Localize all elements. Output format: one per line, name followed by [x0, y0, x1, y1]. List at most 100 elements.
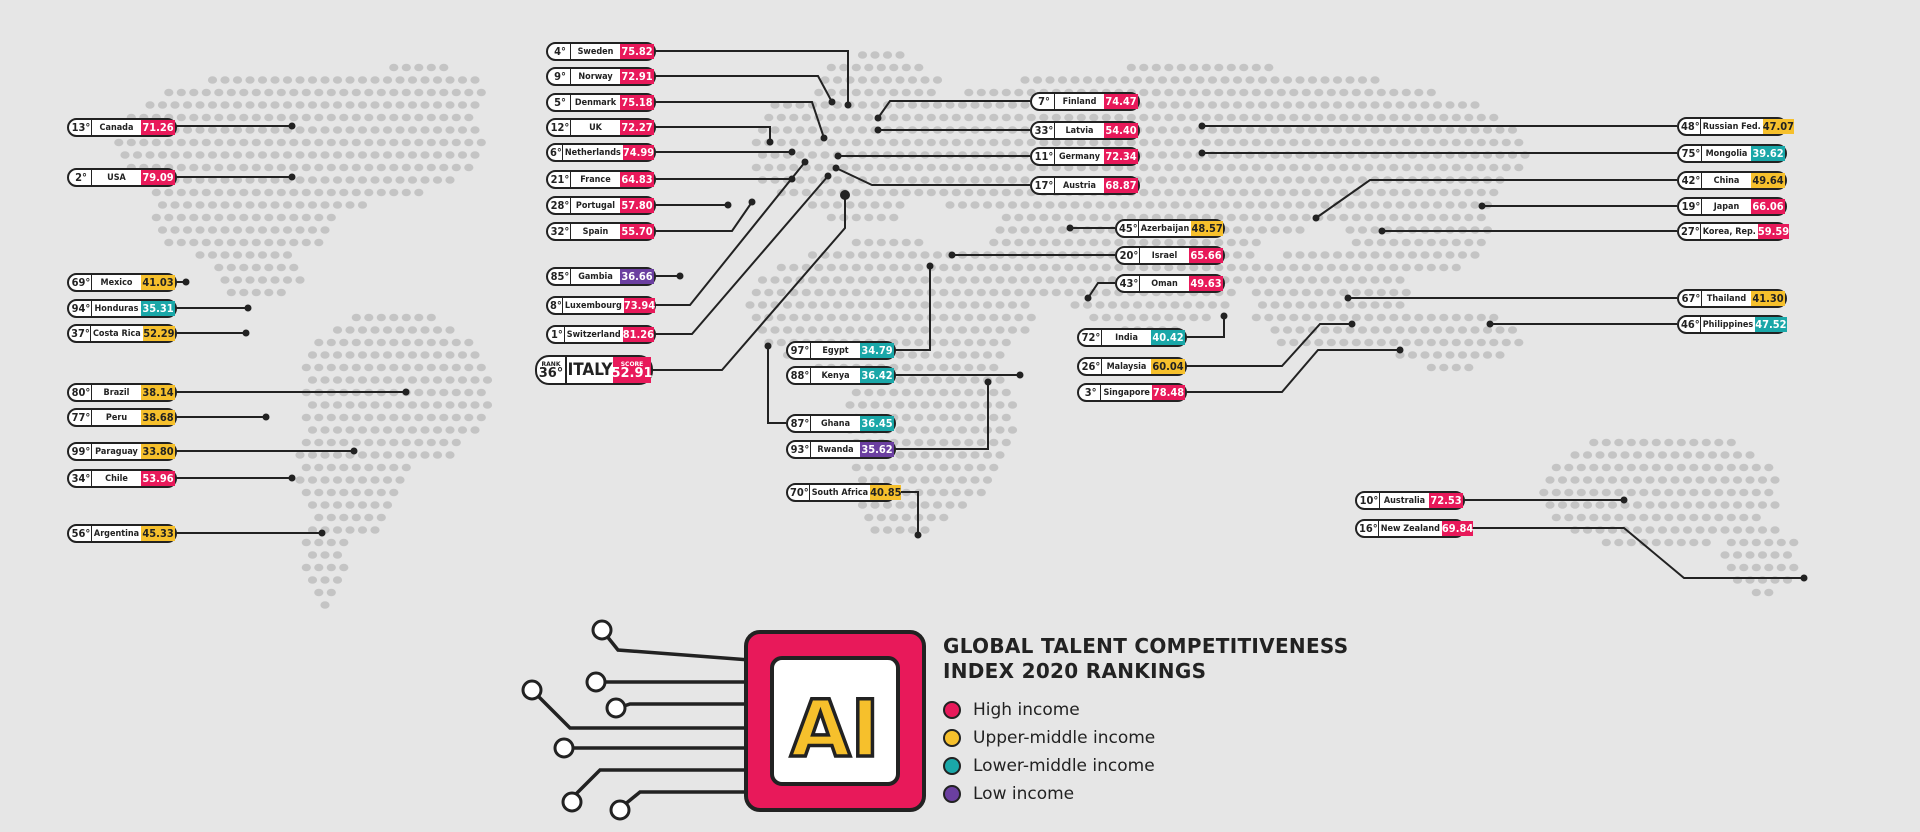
country-name: Russian Fed.	[1702, 121, 1761, 132]
location-pins	[182, 98, 1808, 582]
score-value: 81.26	[622, 327, 654, 342]
location-pin	[1478, 202, 1486, 210]
country-name: Thailand	[1706, 293, 1747, 304]
country-name: Malaysia	[1106, 361, 1147, 372]
chip-text: AI	[790, 685, 879, 775]
score-value: 66.06	[1751, 199, 1785, 214]
rank-value: 6°	[550, 145, 563, 160]
country-name: Peru	[105, 412, 128, 423]
rank-value: 99°	[69, 444, 92, 459]
score-value: 60.04	[1151, 359, 1185, 374]
leader-line	[655, 161, 806, 306]
location-pin	[788, 148, 796, 156]
legend-item-low: Low income	[943, 780, 1155, 808]
country-name: Azerbaijan	[1140, 223, 1190, 234]
rank-value: 77°	[69, 410, 92, 425]
score-value: 36.45	[860, 416, 894, 431]
leader-line	[877, 100, 1030, 119]
location-pin	[764, 342, 772, 350]
location-pin	[676, 272, 684, 280]
location-pin	[1016, 371, 1024, 379]
rank-value: 5°	[548, 95, 571, 110]
featured-score: SCORE 52.91	[611, 357, 653, 383]
score-value: 71.26	[141, 120, 175, 135]
score-value: 78.48	[1151, 385, 1185, 400]
rank-value: 10°	[1357, 493, 1380, 508]
country-name: Mongolia	[1705, 148, 1748, 159]
score-value: 74.99	[622, 145, 655, 160]
rank-value: 20°	[1117, 248, 1140, 263]
rank-value: 69°	[69, 275, 92, 290]
score-value: 68.87	[1104, 178, 1138, 193]
location-pin	[824, 172, 832, 180]
country-name: China	[1713, 175, 1740, 186]
country-name: Korea, Rep.	[1702, 226, 1756, 237]
location-pin	[242, 329, 250, 337]
country-name: UK	[589, 122, 602, 133]
country-name: Rwanda	[817, 444, 854, 455]
country-name: Chile	[105, 473, 128, 484]
rank-value: 19°	[1679, 199, 1702, 214]
location-pin	[844, 101, 852, 109]
score-value: 41.30	[1751, 291, 1785, 306]
score-value: 53.96	[141, 471, 175, 486]
country-name: Singapore	[1103, 387, 1150, 398]
leader-line-italy	[653, 196, 846, 371]
rank-value: 8°	[550, 298, 563, 313]
location-pin	[1198, 122, 1206, 130]
country-name: Portugal	[575, 200, 616, 211]
location-pin	[788, 175, 796, 183]
page-title: GLOBAL TALENT COMPETITIVENESS INDEX 2020…	[943, 634, 1423, 684]
location-pin	[766, 138, 774, 146]
rank-value: 21°	[548, 172, 571, 187]
rank-value: 80°	[69, 385, 92, 400]
rank-value: 17°	[1032, 178, 1055, 193]
title-line-1: GLOBAL TALENT COMPETITIVENESS	[943, 634, 1349, 658]
country-name: Norway	[578, 71, 613, 82]
location-pin	[801, 158, 809, 166]
score-value: 34.79	[860, 343, 894, 358]
rank-value: 97°	[788, 343, 811, 358]
location-pin	[914, 531, 922, 539]
rank-value: 2°	[69, 170, 92, 185]
legend-swatch	[943, 729, 961, 747]
location-pin	[1800, 574, 1808, 582]
leader-line	[655, 75, 833, 103]
rank-value: 12°	[548, 120, 571, 135]
score-value: 72.34	[1104, 149, 1138, 164]
score-value: 49.64	[1751, 173, 1785, 188]
location-pin	[834, 152, 842, 160]
leader-line	[1464, 527, 1804, 579]
location-pin	[1084, 294, 1092, 302]
rank-value: 42°	[1679, 173, 1702, 188]
rank-value: 70°	[790, 485, 810, 500]
rank-value: 16°	[1359, 521, 1379, 536]
rank-value: 11°	[1032, 149, 1055, 164]
rank-value: 56°	[69, 526, 92, 541]
rank-value: 1°	[548, 327, 565, 342]
country-name: Australia	[1383, 495, 1426, 506]
country-name: Switzerland	[566, 329, 621, 340]
location-pin	[1312, 214, 1320, 222]
country-name: Denmark	[574, 97, 617, 108]
score-value: 69.84	[1441, 521, 1474, 536]
